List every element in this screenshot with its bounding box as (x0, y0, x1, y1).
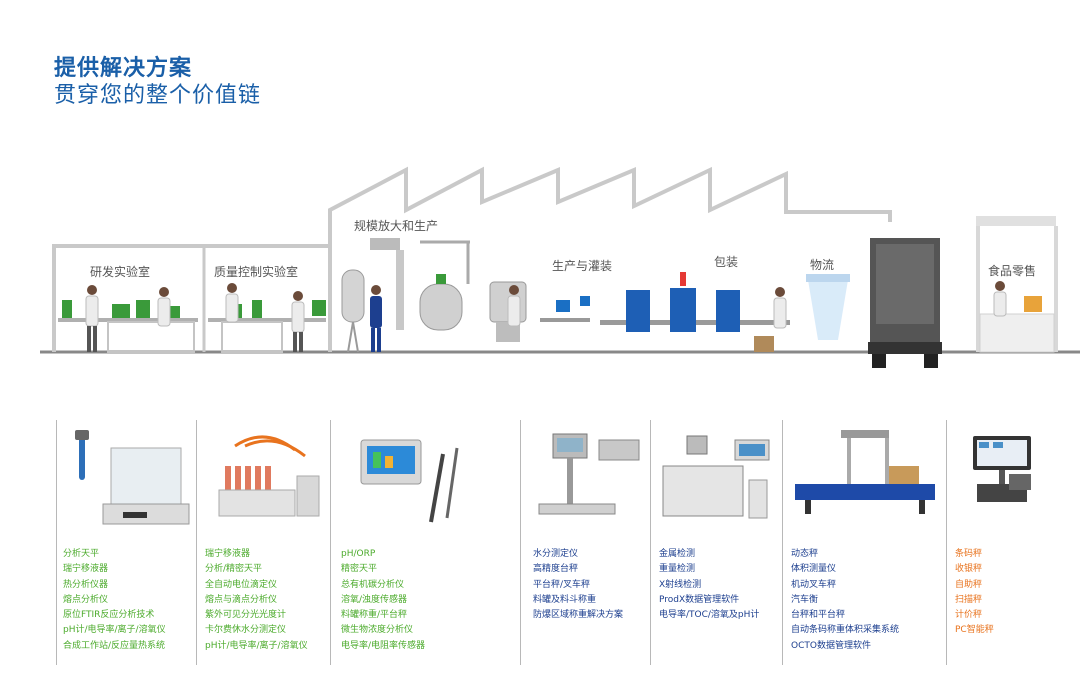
product-columns: 分析天平 瑞宁移液器 热分析仪器 熔点分析仪 原位FTIR反应分析技术 pH计/… (0, 420, 1080, 665)
product-list: 条码秤 收银秤 自助秤 扫描秤 计价秤 PC智能秤 (955, 547, 994, 639)
checkweigher-image (662, 435, 770, 519)
column-logistics: 动态秤 体积测量仪 机动叉车秤 汽车衡 台秤和平台秤 自动条码称重体积采集系统 … (782, 420, 947, 665)
product-item: 熔点与滴点分析仪 (205, 594, 278, 605)
product-item: PC智能秤 (955, 625, 994, 636)
product-item: 收银秤 (955, 564, 983, 575)
product-item: 自助秤 (955, 579, 983, 590)
column-rd-lab: 分析天平 瑞宁移液器 热分析仪器 熔点分析仪 原位FTIR反应分析技术 pH计/… (56, 420, 197, 665)
product-item: 金属检测 (659, 549, 696, 559)
product-list: 动态秤 体积测量仪 机动叉车秤 汽车衡 台秤和平台秤 自动条码称重体积采集系统 … (791, 547, 899, 654)
value-chain-illustration: 研发实验室 质量控制实验室 规模放大和生产 生产与灌装 包装 物流 食品零售 (0, 150, 1080, 390)
headline: 提供解决方案 贯穿您的整个价值链 (54, 56, 261, 109)
product-item: 全自动电位滴定仪 (205, 579, 278, 590)
product-item: 合成工作站/反应量热系统 (63, 640, 166, 651)
product-item: 分析/精密天平 (205, 564, 263, 575)
product-item: 计价秤 (955, 610, 983, 621)
product-list: pH/ORP 精密天平 总有机碳分析仪 溶氧/浊度传感器 料罐称重/平台秤 微生… (341, 547, 425, 654)
product-item: 分析天平 (63, 549, 100, 559)
product-list: 分析天平 瑞宁移液器 热分析仪器 熔点分析仪 原位FTIR反应分析技术 pH计/… (63, 547, 166, 654)
column-production-filling: 水分测定仪 高精度台秤 平台秤/叉车秤 料罐及料斗称重 防爆区域称重解决方案 (520, 420, 651, 665)
product-item: 紫外可见分光光度计 (205, 610, 287, 621)
product-item: pH计/电导率/离子/溶氧仪 (205, 640, 308, 651)
product-item: 高精度台秤 (533, 564, 579, 575)
bench-scale-image (538, 433, 640, 515)
product-item: 动态秤 (791, 549, 819, 559)
product-item: 溶氧/浊度传感器 (341, 594, 408, 605)
product-list: 瑞宁移液器 分析/精密天平 全自动电位滴定仪 熔点与滴点分析仪 紫外可见分光光度… (205, 547, 308, 654)
product-item: ProdX数据管理软件 (659, 594, 740, 605)
product-item: 料罐称重/平台秤 (341, 610, 408, 621)
product-item: X射线检测 (659, 579, 702, 590)
product-item: 平台秤/叉车秤 (533, 579, 591, 590)
product-item: 重量检测 (659, 564, 696, 575)
product-item: 防爆区域称重解决方案 (533, 610, 624, 621)
column-retail: 条码秤 收银秤 自助秤 扫描秤 计价秤 PC智能秤 (946, 420, 1080, 665)
product-item: 卡尔费休水分测定仪 (205, 625, 287, 636)
titrator-image (218, 435, 320, 517)
product-item: 瑞宁移液器 (205, 549, 251, 559)
product-item: 机动叉车秤 (791, 579, 837, 590)
factory-scene (40, 166, 1080, 368)
headline-line-1: 提供解决方案 (54, 56, 193, 81)
product-item: 精密天平 (341, 564, 378, 575)
zone-label-scale-up: 规模放大和生产 (354, 219, 439, 233)
product-item: 熔点分析仪 (63, 594, 109, 605)
product-item: 条码秤 (955, 549, 983, 559)
product-item: OCTO数据管理软件 (791, 640, 871, 651)
zone-label-production-filling: 生产与灌装 (552, 259, 613, 273)
product-list: 水分测定仪 高精度台秤 平台秤/叉车秤 料罐及料斗称重 防爆区域称重解决方案 (533, 547, 623, 623)
product-item: 体积测量仪 (791, 564, 837, 575)
zone-label-rd-lab: 研发实验室 (90, 265, 151, 279)
headline-line-2: 贯穿您的整个价值链 (54, 83, 262, 109)
dimensioner-image (795, 430, 935, 514)
product-item: 扫描秤 (955, 594, 983, 605)
transmitter-image (360, 439, 459, 523)
product-item: 料罐及料斗称重 (533, 594, 597, 605)
product-item: pH/ORP (341, 549, 376, 559)
product-item: 台秤和平台秤 (791, 610, 846, 621)
zone-label-packaging: 包装 (714, 255, 739, 269)
product-item: 瑞宁移液器 (63, 564, 109, 575)
analytical-balance-image (75, 430, 190, 525)
product-item: 总有机碳分析仪 (341, 579, 405, 590)
product-list: 金属检测 重量检测 X射线检测 ProdX数据管理软件 电导率/TOC/溶氧及p… (659, 547, 759, 623)
product-item: 电导率/电阻率传感器 (341, 640, 426, 651)
retail-scale-image (973, 436, 1031, 502)
zone-label-retail: 食品零售 (988, 264, 1037, 278)
column-scale-up: pH/ORP 精密天平 总有机碳分析仪 溶氧/浊度传感器 料罐称重/平台秤 微生… (330, 420, 521, 665)
product-item: 电导率/TOC/溶氧及pH计 (659, 610, 760, 621)
product-item: 汽车衡 (791, 594, 819, 605)
product-item: pH计/电导率/离子/溶氧仪 (63, 625, 166, 636)
product-item: 微生物浓度分析仪 (341, 625, 414, 636)
column-packaging: 金属检测 重量检测 X射线检测 ProdX数据管理软件 电导率/TOC/溶氧及p… (650, 420, 783, 665)
product-item: 热分析仪器 (63, 579, 109, 590)
zone-label-logistics: 物流 (810, 258, 835, 272)
zone-label-qc-lab: 质量控制实验室 (214, 265, 299, 279)
product-item: 水分测定仪 (533, 549, 579, 559)
product-item: 原位FTIR反应分析技术 (63, 610, 155, 621)
column-qc-lab: 瑞宁移液器 分析/精密天平 全自动电位滴定仪 熔点与滴点分析仪 紫外可见分光光度… (196, 420, 331, 665)
product-item: 自动条码称重体积采集系统 (791, 625, 900, 636)
